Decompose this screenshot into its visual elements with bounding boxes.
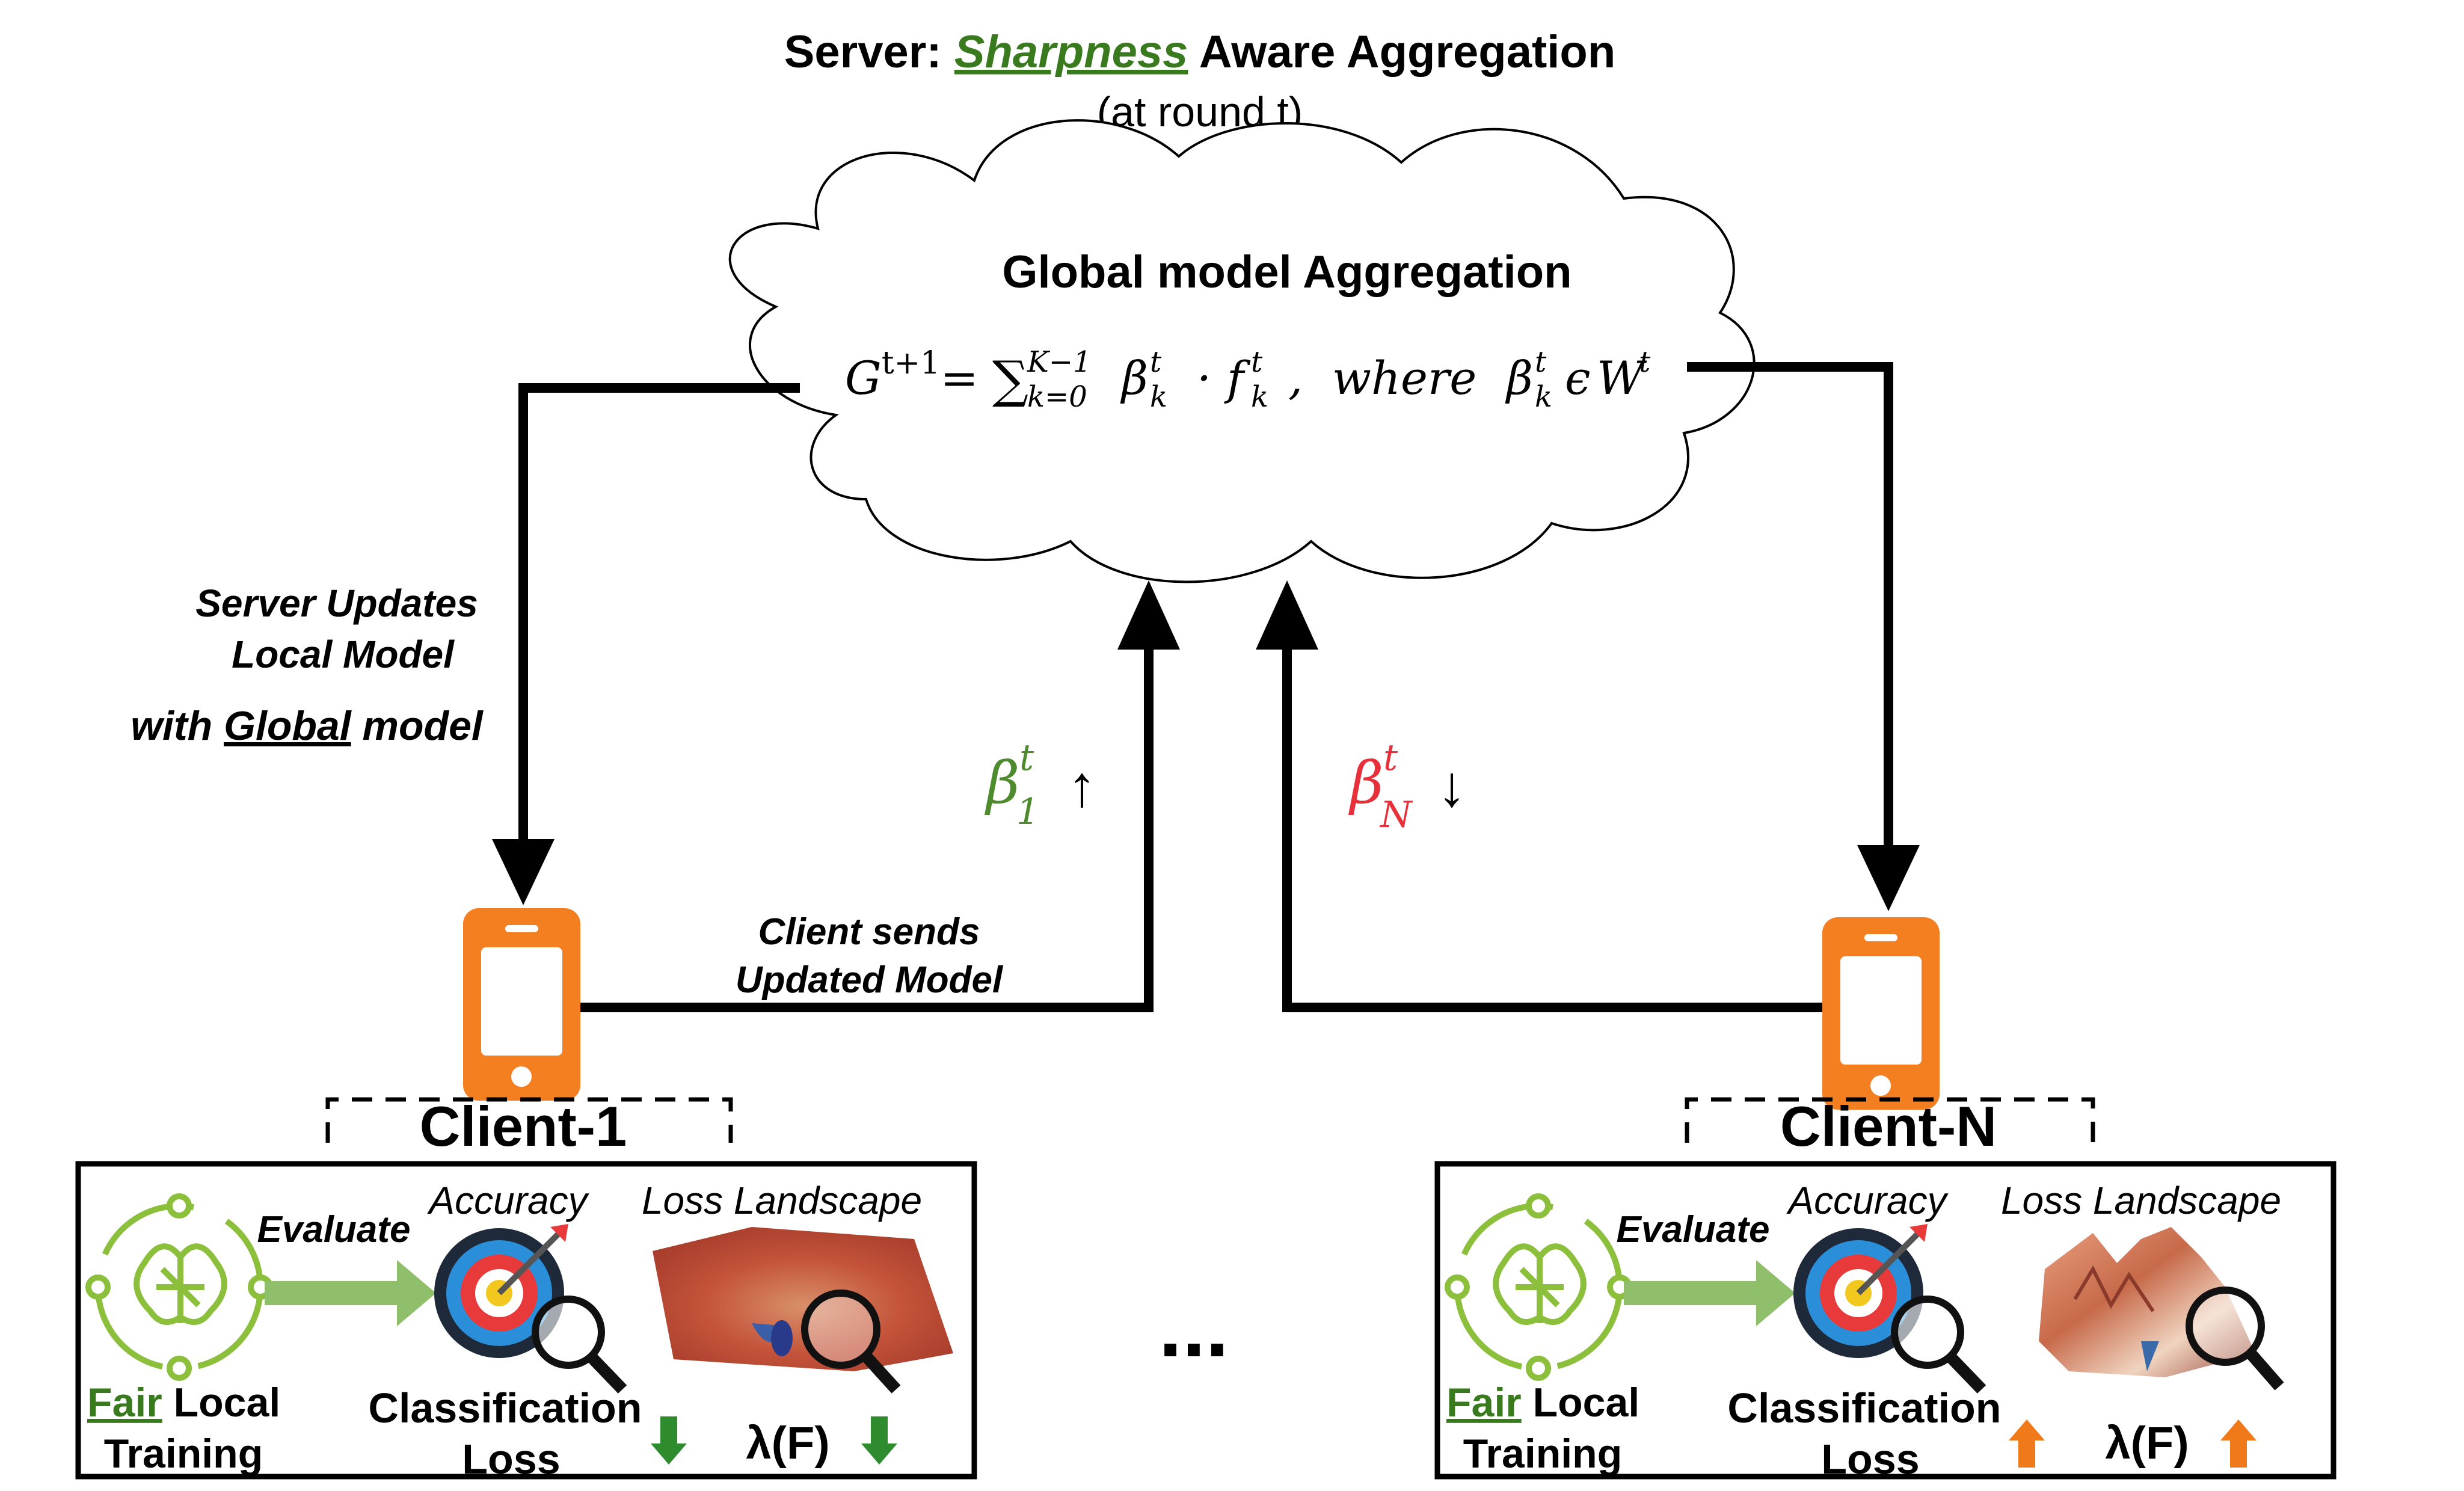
fair-local-label: Fair Local (87, 1380, 280, 1425)
brain-training-icon (85, 1193, 273, 1381)
beta1-weight: β t 1 ↑ (985, 737, 1096, 833)
magnifier-icon (1891, 1296, 1986, 1394)
diagram-title: Server: Sharpness Aware Aggregation (784, 26, 1616, 78)
loss-label: Loss (462, 1436, 560, 1483)
formula-sep: , (1288, 351, 1303, 405)
accuracy-target-icon (1793, 1224, 1928, 1358)
phone-icon-clientN (1822, 917, 1940, 1110)
classification-label: Classification (1727, 1385, 2001, 1431)
loss-landscape-label: Loss Landscape (642, 1179, 922, 1222)
server-updates-label-2: Local Model (232, 633, 455, 676)
betaN-arrow-down: ↓ (1437, 754, 1466, 819)
arrowhead-down-client1 (492, 839, 555, 905)
accuracy-label: Accuracy (426, 1179, 589, 1222)
arrowhead-down-clientN (1857, 845, 1920, 911)
svg-text:Client-N: Client-N (1780, 1095, 1997, 1158)
formula-beta2-sub: k (1535, 380, 1552, 414)
client-sends-label-2: Updated Model (736, 959, 1004, 1001)
magnifier-icon (532, 1296, 627, 1394)
fair-local-label: Fair Local (1446, 1380, 1639, 1425)
arrowhead-up-2 (1256, 580, 1318, 650)
cloud-shape (728, 119, 1756, 583)
betaN-weight: β t N ↓ (1348, 737, 1466, 836)
client-sends-label-1: Client sends (758, 911, 980, 953)
lambda-label: λ(F) (746, 1418, 829, 1469)
cloud-heading: Global model Aggregation (1002, 247, 1571, 298)
formula-f-sup: t (1251, 345, 1263, 379)
formula-lhs: Gt+1= (845, 345, 979, 405)
accuracy-label: Accuracy (1786, 1179, 1949, 1222)
arrow-client1-to-server (580, 644, 1154, 1012)
client1-name-tag: Client-1 (325, 1095, 733, 1158)
magnifier-icon (801, 1290, 901, 1394)
arrow-clientN-to-server (1282, 644, 1822, 1012)
formula-in: ϵ (1565, 351, 1591, 405)
svg-text:1: 1 (1016, 791, 1039, 833)
clientN-name-tag: Client-N (1685, 1095, 2095, 1158)
formula-beta2-sup: t (1535, 345, 1547, 379)
loss-landscape-image (653, 1227, 953, 1371)
svg-text:t: t (1019, 737, 1034, 779)
svg-text:t: t (1383, 737, 1398, 779)
connectors (518, 362, 1893, 1012)
evaluate-label: Evaluate (257, 1209, 410, 1250)
svg-text:N: N (1379, 794, 1413, 836)
formula-beta-sub: k (1150, 380, 1167, 414)
classification-trend-down-icon (651, 1416, 687, 1465)
classification-label: Classification (368, 1385, 642, 1431)
magnifier-icon (2186, 1287, 2284, 1391)
formula-f-sub: k (1251, 380, 1268, 414)
formula-W: W (1597, 351, 1647, 405)
formula-sum: ∑ (992, 350, 1028, 409)
svg-text:β: β (1348, 749, 1384, 817)
aggregation-formula: Gt+1= ∑ K−1 k=0 β t k · f t k , where β … (845, 345, 1651, 414)
arrow-server-to-clientN (1687, 362, 1893, 848)
formula-beta: β (1120, 351, 1148, 405)
accuracy-target-icon (434, 1224, 568, 1358)
with-global-label: with Global model (131, 703, 484, 749)
svg-text:β: β (985, 749, 1020, 817)
server-updates-label-1: Server Updates (195, 582, 478, 625)
client1-panel: Evaluate Accuracy Loss Landscape (75, 1161, 977, 1483)
arrow-server-to-client1 (518, 383, 800, 842)
clientN-panel: Evaluate Accuracy Loss Landscape Fair Lo… (1434, 1161, 2336, 1483)
evaluate-label: Evaluate (1616, 1209, 1769, 1250)
formula-where: where (1332, 351, 1476, 405)
formula-beta-sup: t (1150, 345, 1162, 379)
phone-icon-client1 (463, 908, 580, 1101)
title-highlight: Sharpness (954, 26, 1188, 78)
formula-beta-2: β (1505, 351, 1533, 405)
lambda-trend-up-icon (2220, 1419, 2257, 1468)
loss-landscape-image (2039, 1227, 2255, 1377)
formula-W-sup: t (1639, 345, 1651, 379)
arrowhead-up-1 (1117, 580, 1180, 650)
loss-label: Loss (1821, 1436, 1919, 1483)
formula-dot: · (1197, 351, 1211, 405)
classification-trend-up-icon (2009, 1419, 2045, 1468)
evaluate-arrow (1624, 1260, 1795, 1326)
formula-sum-sup: K−1 (1027, 345, 1092, 379)
training-label: Training (104, 1431, 263, 1477)
formula-sum-sub: k=0 (1027, 380, 1087, 414)
arrow-heads (492, 580, 1920, 911)
loss-landscape-label: Loss Landscape (2001, 1179, 2281, 1222)
lambda-trend-down-icon (861, 1416, 897, 1465)
clients-ellipsis: ... (1159, 1280, 1229, 1374)
lambda-label: λ(F) (2105, 1418, 2189, 1469)
svg-text:Client-1: Client-1 (420, 1095, 627, 1158)
evaluate-arrow (265, 1260, 436, 1326)
beta1-arrow-up: ↑ (1068, 754, 1096, 819)
training-label: Training (1463, 1431, 1622, 1477)
